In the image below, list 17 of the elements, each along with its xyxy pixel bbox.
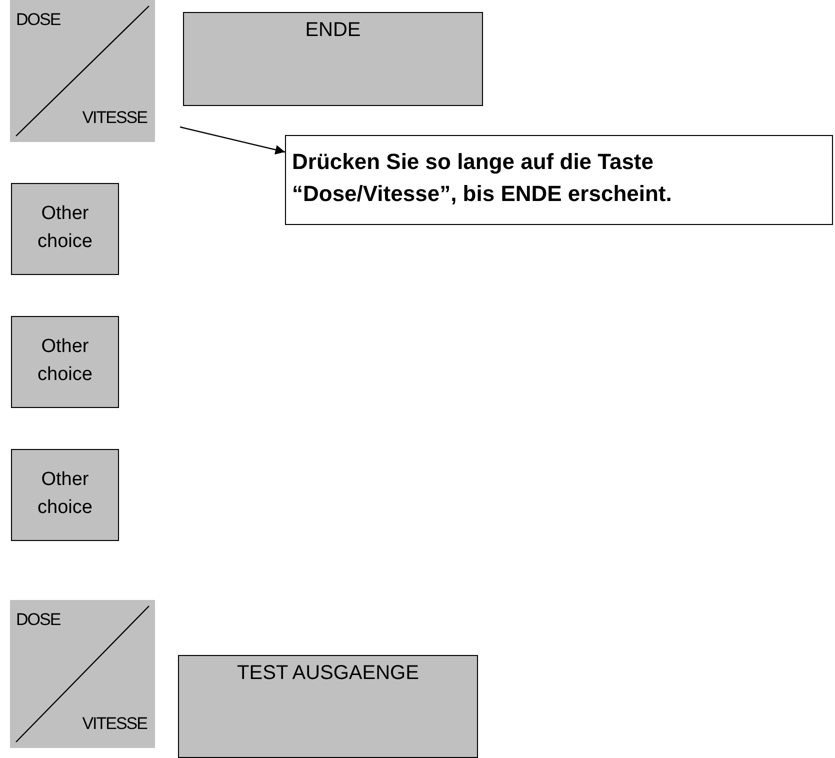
display-text: ENDE xyxy=(304,19,362,42)
choice-key xyxy=(11,449,119,541)
display-screen xyxy=(183,12,483,106)
instruction-box xyxy=(285,135,833,225)
key-label: Other choice xyxy=(36,202,94,254)
arrow xyxy=(180,126,286,154)
display-screen xyxy=(178,655,478,758)
key-label: Other choice xyxy=(36,335,94,387)
display-text: TEST AUSGAENGE xyxy=(236,662,420,685)
choice-key xyxy=(11,316,119,408)
key-label: DOSE xyxy=(16,10,60,30)
key-label: VITESSE xyxy=(82,108,147,128)
instruction-text: Drücken Sie so lange auf die Taste “Dose/Vitesse”, bis ENDE erscheint. xyxy=(292,148,673,208)
choice-key xyxy=(11,183,119,275)
key-label: VITESSE xyxy=(82,714,147,734)
key-label: DOSE xyxy=(16,610,60,630)
key-label: Other choice xyxy=(36,468,94,520)
